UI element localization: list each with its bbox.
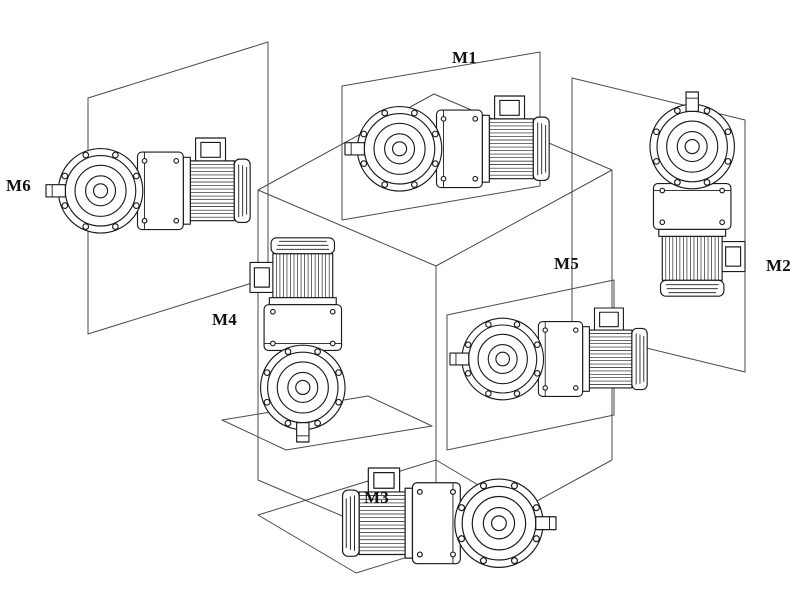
label-m5: M5 <box>554 254 579 273</box>
motor-m2 <box>649 91 746 297</box>
motor-m3 <box>341 467 557 568</box>
motor-m4 <box>249 237 346 443</box>
label-m1: M1 <box>452 48 477 67</box>
motor-m5 <box>449 307 648 401</box>
label-m3: M3 <box>364 488 389 507</box>
mounting-plane-m5 <box>446 279 615 451</box>
motor-m6 <box>45 137 251 234</box>
label-m6: M6 <box>6 176 31 195</box>
motor-m1 <box>344 95 550 192</box>
label-m4: M4 <box>212 310 237 329</box>
mounting-plane-m1 <box>341 51 541 221</box>
label-m2: M2 <box>766 256 791 275</box>
